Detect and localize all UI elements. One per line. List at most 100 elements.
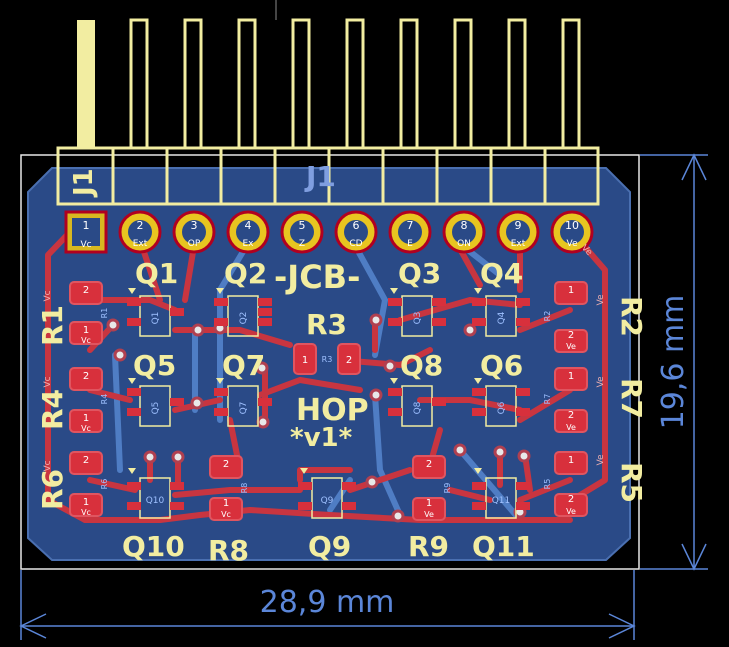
- pin-number: 6: [353, 219, 360, 232]
- logo-text: -JCB-: [274, 258, 360, 296]
- pad-number: 2: [83, 371, 89, 382]
- pad-net: Ve: [566, 342, 576, 351]
- ref-q10: Q10: [122, 530, 185, 563]
- footprint-q1: [127, 288, 184, 337]
- footprint-q2: [214, 288, 272, 337]
- footprint-q9: [298, 468, 356, 519]
- fab-label: R1: [100, 308, 109, 319]
- net-label-vc: Vc: [43, 290, 53, 301]
- pad-number: 1: [426, 498, 432, 509]
- pin-number: 8: [461, 219, 468, 232]
- footprint-q10: [127, 468, 184, 519]
- fab-label: Q5: [151, 402, 161, 415]
- pin-number: 2: [137, 219, 144, 232]
- ref-q5: Q5: [133, 349, 176, 382]
- pin-name: ON: [457, 239, 471, 249]
- pad-number: 1: [568, 455, 574, 466]
- pin-name: Z: [299, 239, 305, 249]
- pin-name: OP: [188, 239, 201, 249]
- fab-label: Q3: [413, 312, 423, 325]
- ref-r3: R3: [306, 308, 347, 341]
- footprint-q8: [388, 378, 446, 427]
- resistor-fab-labels: R1 R4 R6 R2 R7 R5 R3 R8 R9: [100, 308, 552, 494]
- connector-pin-labels: 1 Vc 2 Ext 3 OP 4 Ex 5 Z 6 CD 7 E 8 ON 9…: [80, 219, 579, 250]
- ref-q6: Q6: [480, 349, 523, 382]
- pad-number: 1: [223, 498, 229, 509]
- fab-label: Q2: [239, 312, 249, 325]
- net-label-ve: Ve: [596, 294, 606, 305]
- pad-number: 1: [83, 413, 89, 424]
- connector-pin-leads: [129, 18, 581, 150]
- ref-j1-silk: J1: [69, 168, 99, 198]
- fab-label: Q9: [321, 496, 334, 506]
- net-label-ve: Ve: [596, 454, 606, 465]
- footprint-q5: [127, 378, 184, 427]
- net-label-vc: Vc: [43, 376, 53, 387]
- pin-name: Ext: [511, 239, 526, 249]
- ref-r8: R8: [208, 534, 249, 567]
- ref-r7: R7: [615, 378, 648, 419]
- ref-q4: Q4: [480, 257, 523, 290]
- connector-silkscreen: [56, 146, 600, 206]
- width-dimension: [19, 570, 636, 640]
- footprint-q4: [472, 288, 530, 337]
- fab-label: R5: [543, 479, 552, 490]
- ref-r2: R2: [615, 296, 648, 337]
- pad-net: Vc: [81, 508, 91, 517]
- net-label-ve: Ve: [596, 376, 606, 387]
- pin-name: Ext: [133, 239, 148, 249]
- pad-number: 1: [568, 285, 574, 296]
- pin-number: 4: [245, 219, 252, 232]
- ref-r9: R9: [408, 530, 449, 563]
- pad-net: Ve: [424, 510, 434, 519]
- pad-number: 2: [83, 285, 89, 296]
- pin-name: CD: [349, 239, 362, 249]
- board-version: *v1*: [290, 423, 353, 453]
- ref-q7: Q7: [222, 349, 265, 382]
- fab-label: R7: [543, 394, 552, 405]
- pad-net: Vc: [81, 424, 91, 433]
- pin1-lead-marker: [77, 20, 95, 148]
- ref-j1-fab: J1: [304, 160, 336, 193]
- ref-q1: Q1: [135, 257, 178, 290]
- fab-label: Q6: [497, 401, 507, 414]
- ref-q2: Q2: [224, 257, 267, 290]
- pad-number: 2: [568, 494, 574, 505]
- width-dimension-label: 28,9 mm: [260, 585, 395, 620]
- pad-net: Ve: [566, 423, 576, 432]
- fab-label: Q7: [239, 402, 249, 415]
- footprint-q3: [388, 288, 446, 337]
- ref-r1: R1: [36, 305, 69, 346]
- pin-number: 9: [515, 219, 522, 232]
- fab-label: R6: [100, 479, 109, 490]
- pad-number: 1: [568, 371, 574, 382]
- fab-label: R8: [240, 483, 249, 494]
- footprint-q7: [214, 378, 272, 427]
- pad-number: 1: [302, 355, 308, 366]
- pad-number: 2: [223, 459, 229, 470]
- connector-pads: [64, 210, 594, 254]
- pad-number: 2: [568, 410, 574, 421]
- fab-label: Q10: [146, 496, 165, 506]
- ref-q8: Q8: [400, 349, 443, 382]
- resistor-pad-labels: 2 1 Vc 2 1 Vc 2 1 Vc 1 2 Ve 1 2 Ve 1 2 V…: [81, 285, 576, 519]
- resistor-pads: [69, 281, 588, 521]
- pin-number: 1: [83, 219, 90, 232]
- pin-name: Ve: [567, 239, 578, 249]
- pin-number: 7: [407, 219, 414, 232]
- pin-name: Ex: [242, 239, 254, 249]
- pad-number: 2: [568, 330, 574, 341]
- fab-label: Q4: [497, 311, 507, 324]
- pin-number: 3: [191, 219, 198, 232]
- fab-label: R2: [543, 311, 552, 322]
- height-dimension: [640, 153, 708, 571]
- pin-name: Vc: [80, 240, 91, 250]
- footprint-q6: [472, 378, 530, 427]
- pad-net: Vc: [221, 510, 231, 519]
- fab-label: Q11: [492, 496, 511, 506]
- pin-number: 5: [299, 219, 306, 232]
- board-title: HOP: [296, 393, 369, 428]
- pad-number: 1: [83, 325, 89, 336]
- net-label-vc: Vc: [43, 460, 53, 471]
